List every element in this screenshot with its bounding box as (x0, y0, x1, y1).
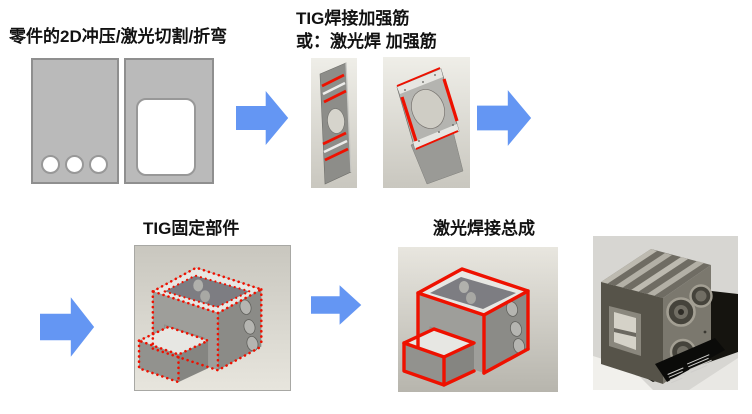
flow-arrow-icon (311, 283, 363, 327)
punched-hole-circle (89, 155, 108, 174)
tig-tacked-box-render (134, 245, 291, 391)
flow-arrow-icon (477, 87, 533, 149)
stage2-title-line2: 或：激光焊 加强筋 (296, 32, 437, 51)
weld-seams (396, 67, 459, 150)
stage2-title-line1: TIG焊接加强筋 (296, 9, 410, 28)
stage3-title: TIG固定部件 (143, 219, 240, 238)
blank-panel-with-punched-holes (31, 58, 119, 184)
tack-weld-dotted-edges (137, 266, 263, 384)
punched-hole-circle (41, 155, 60, 174)
flow-arrow-icon (236, 88, 290, 148)
punched-hole-circle (65, 155, 84, 174)
framed-panel-render (383, 57, 470, 188)
rectangular-cutout (136, 98, 196, 176)
weld-rib-stripes (321, 73, 349, 162)
stage1-title: 零件的2D冲压/激光切割/折弯 (9, 27, 228, 46)
ribbed-panel-render (311, 58, 357, 188)
panel-body (319, 62, 352, 185)
finished-enclosure-photo (593, 236, 738, 390)
laser-welded-box-render (398, 247, 558, 392)
laser-weld-solid-edges (402, 267, 530, 387)
stage2-title: TIG焊接加强筋 或：激光焊 加强筋 (296, 7, 437, 53)
blank-panel-with-cutout (124, 58, 214, 184)
label-plaque (655, 338, 725, 384)
flow-arrow-icon (40, 294, 96, 360)
stage4-title: 激光焊接总成 (433, 219, 535, 238)
